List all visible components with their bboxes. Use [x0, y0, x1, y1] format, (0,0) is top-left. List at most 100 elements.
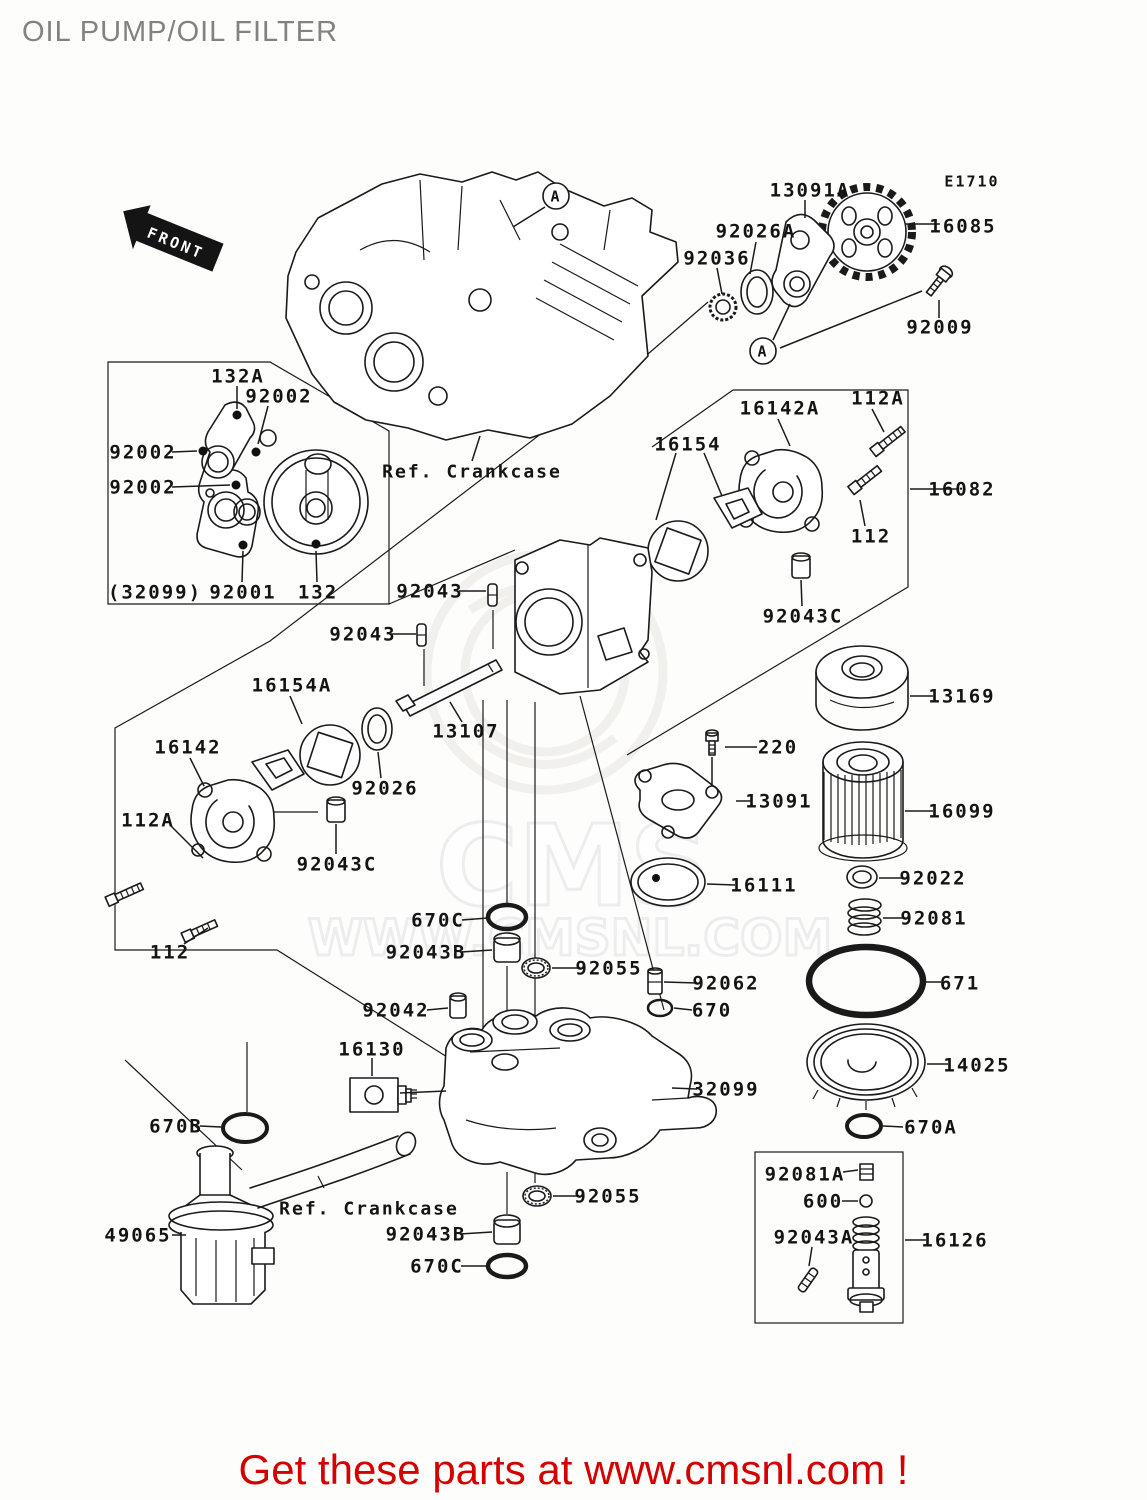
- part-label-14025-43[interactable]: 14025: [943, 1055, 1010, 1077]
- part-label-32099-42[interactable]: 32099: [692, 1079, 759, 1101]
- part-label-112a-14[interactable]: 112A: [851, 388, 905, 410]
- part-label-32099-9[interactable]: (32099): [108, 582, 202, 604]
- part-label-92001-10[interactable]: 92001: [209, 582, 276, 604]
- part-label-13091-29[interactable]: 13091: [745, 791, 812, 813]
- part-label-16082-15[interactable]: 16082: [928, 479, 995, 501]
- oring-670B: [221, 1112, 269, 1144]
- part-label-670c-34[interactable]: 670C: [411, 910, 465, 932]
- part-label-132-11[interactable]: 132: [298, 582, 338, 604]
- pin-92043-lower: [416, 623, 427, 647]
- part-label-92022-31[interactable]: 92022: [899, 868, 966, 890]
- part-label-92002-6[interactable]: 92002: [245, 386, 312, 408]
- front-direction-badge: FRONT: [123, 205, 224, 272]
- filter-plate-13091: [634, 762, 723, 839]
- part-label-92002-7[interactable]: 92002: [109, 442, 176, 464]
- ref-label-crankcase-0: Ref. Crankcase: [382, 461, 562, 482]
- washer-92055-upper: [521, 957, 551, 979]
- bushing-92043B-lower: [493, 1214, 521, 1245]
- part-label-16130-41[interactable]: 16130: [338, 1039, 405, 1061]
- filter-cap-14025: [806, 1023, 926, 1110]
- pin-92062: [647, 967, 663, 995]
- part-label-112-16[interactable]: 112: [851, 526, 891, 548]
- part-label-16154a-20[interactable]: 16154A: [252, 675, 333, 697]
- part-label-16142-22[interactable]: 16142: [154, 737, 221, 759]
- pump-shaft-13107: [395, 659, 503, 717]
- part-label-92043c-17[interactable]: 92043C: [763, 606, 844, 628]
- part-label-92043-19[interactable]: 92043: [329, 624, 396, 646]
- part-label-670a-44[interactable]: 670A: [904, 1117, 958, 1139]
- part-label-92081a-50[interactable]: 92081A: [765, 1164, 846, 1186]
- plug-92043C-right: [791, 552, 811, 579]
- part-label-92042-39[interactable]: 92042: [362, 1000, 429, 1022]
- relief-valve-parts-16126: [797, 1163, 885, 1313]
- pin-92043-upper: [487, 583, 498, 607]
- part-label-13091a-0[interactable]: 13091A: [770, 180, 851, 202]
- part-label-92081-32[interactable]: 92081: [900, 908, 967, 930]
- diagram-code-label: E1710: [944, 172, 999, 190]
- part-label-92026a-1[interactable]: 92026A: [716, 221, 797, 243]
- pump-gasket-bracket: [196, 401, 277, 558]
- bolt-92009: [925, 265, 954, 297]
- rotor-set-16154A: [251, 724, 361, 791]
- part-label-670-38[interactable]: 670: [692, 1000, 732, 1022]
- view-marker-a-0: A: [542, 182, 570, 210]
- rotor-set-16154: [647, 487, 763, 582]
- front-arrow-icon: [123, 205, 224, 272]
- part-label-16154-12[interactable]: 16154: [654, 434, 721, 456]
- part-label-13169-27[interactable]: 13169: [928, 686, 995, 708]
- part-label-16099-30[interactable]: 16099: [928, 801, 995, 823]
- part-label-16142a-13[interactable]: 16142A: [740, 398, 821, 420]
- bushing-92043B-upper: [493, 932, 521, 963]
- part-label-92009-4[interactable]: 92009: [906, 317, 973, 339]
- part-label-92055-47[interactable]: 92055: [574, 1186, 641, 1208]
- part-label-671-40[interactable]: 671: [940, 973, 980, 995]
- part-label-92055-36[interactable]: 92055: [575, 958, 642, 980]
- view-marker-letter: A: [550, 188, 561, 206]
- washer-92022: [846, 865, 878, 889]
- part-label-16085-3[interactable]: 16085: [929, 216, 996, 238]
- bolt-112-right: [847, 464, 883, 496]
- part-label-132a-5[interactable]: 132A: [211, 366, 265, 388]
- spring-92081: [847, 898, 882, 936]
- part-label-92043c-25[interactable]: 92043C: [297, 854, 378, 876]
- oring-670A: [845, 1113, 883, 1139]
- part-label-220-28[interactable]: 220: [758, 737, 798, 759]
- pump-body-32099: [438, 1007, 718, 1176]
- pump-cover-16142-left: [190, 778, 276, 864]
- watermark-url-text: WWW.CMSNL.COM: [308, 909, 833, 967]
- oring-671: [805, 943, 927, 1019]
- oil-filter-element-16099: [818, 741, 908, 862]
- view-markers-layer: AA: [542, 182, 777, 365]
- part-label-92043b-35[interactable]: 92043B: [386, 942, 467, 964]
- part-label-49065-46[interactable]: 49065: [104, 1225, 171, 1247]
- leader-lines: [170, 200, 958, 1267]
- part-label-92043b-48[interactable]: 92043B: [386, 1224, 467, 1246]
- ref-label-crankcase-1: Ref. Crankcase: [279, 1198, 459, 1219]
- oring-670: [646, 998, 674, 1018]
- part-label-92026-23[interactable]: 92026: [351, 778, 418, 800]
- pin-92042: [449, 992, 467, 1019]
- part-label-92043a-52[interactable]: 92043A: [774, 1227, 855, 1249]
- part-label-112-26[interactable]: 112: [150, 942, 190, 964]
- part-label-16111-33[interactable]: 16111: [730, 875, 797, 897]
- part-label-92036-2[interactable]: 92036: [683, 248, 750, 270]
- part-label-92002-8[interactable]: 92002: [109, 477, 176, 499]
- oil-hose: [249, 1131, 417, 1209]
- nut-92036: [708, 292, 738, 322]
- oring-92026A: [740, 269, 774, 315]
- part-label-600-51[interactable]: 600: [803, 1191, 843, 1213]
- footer-banner-link[interactable]: Get these parts at www.cmsnl.com !: [238, 1446, 909, 1493]
- part-label-670c-49[interactable]: 670C: [410, 1256, 464, 1278]
- oil-strainer-49065: [168, 1145, 275, 1305]
- part-label-92043-18[interactable]: 92043: [396, 581, 463, 603]
- filter-grommet-13169: [815, 645, 909, 731]
- part-label-92062-37[interactable]: 92062: [692, 973, 759, 995]
- oil-pump-housing: [514, 537, 653, 695]
- part-label-670b-45[interactable]: 670B: [149, 1116, 203, 1138]
- part-label-16126-53[interactable]: 16126: [921, 1230, 988, 1252]
- part-label-112a-24[interactable]: 112A: [121, 810, 175, 832]
- part-label-13107-21[interactable]: 13107: [432, 721, 499, 743]
- pin-92043A: [797, 1267, 819, 1293]
- crankcase-art: [285, 171, 679, 441]
